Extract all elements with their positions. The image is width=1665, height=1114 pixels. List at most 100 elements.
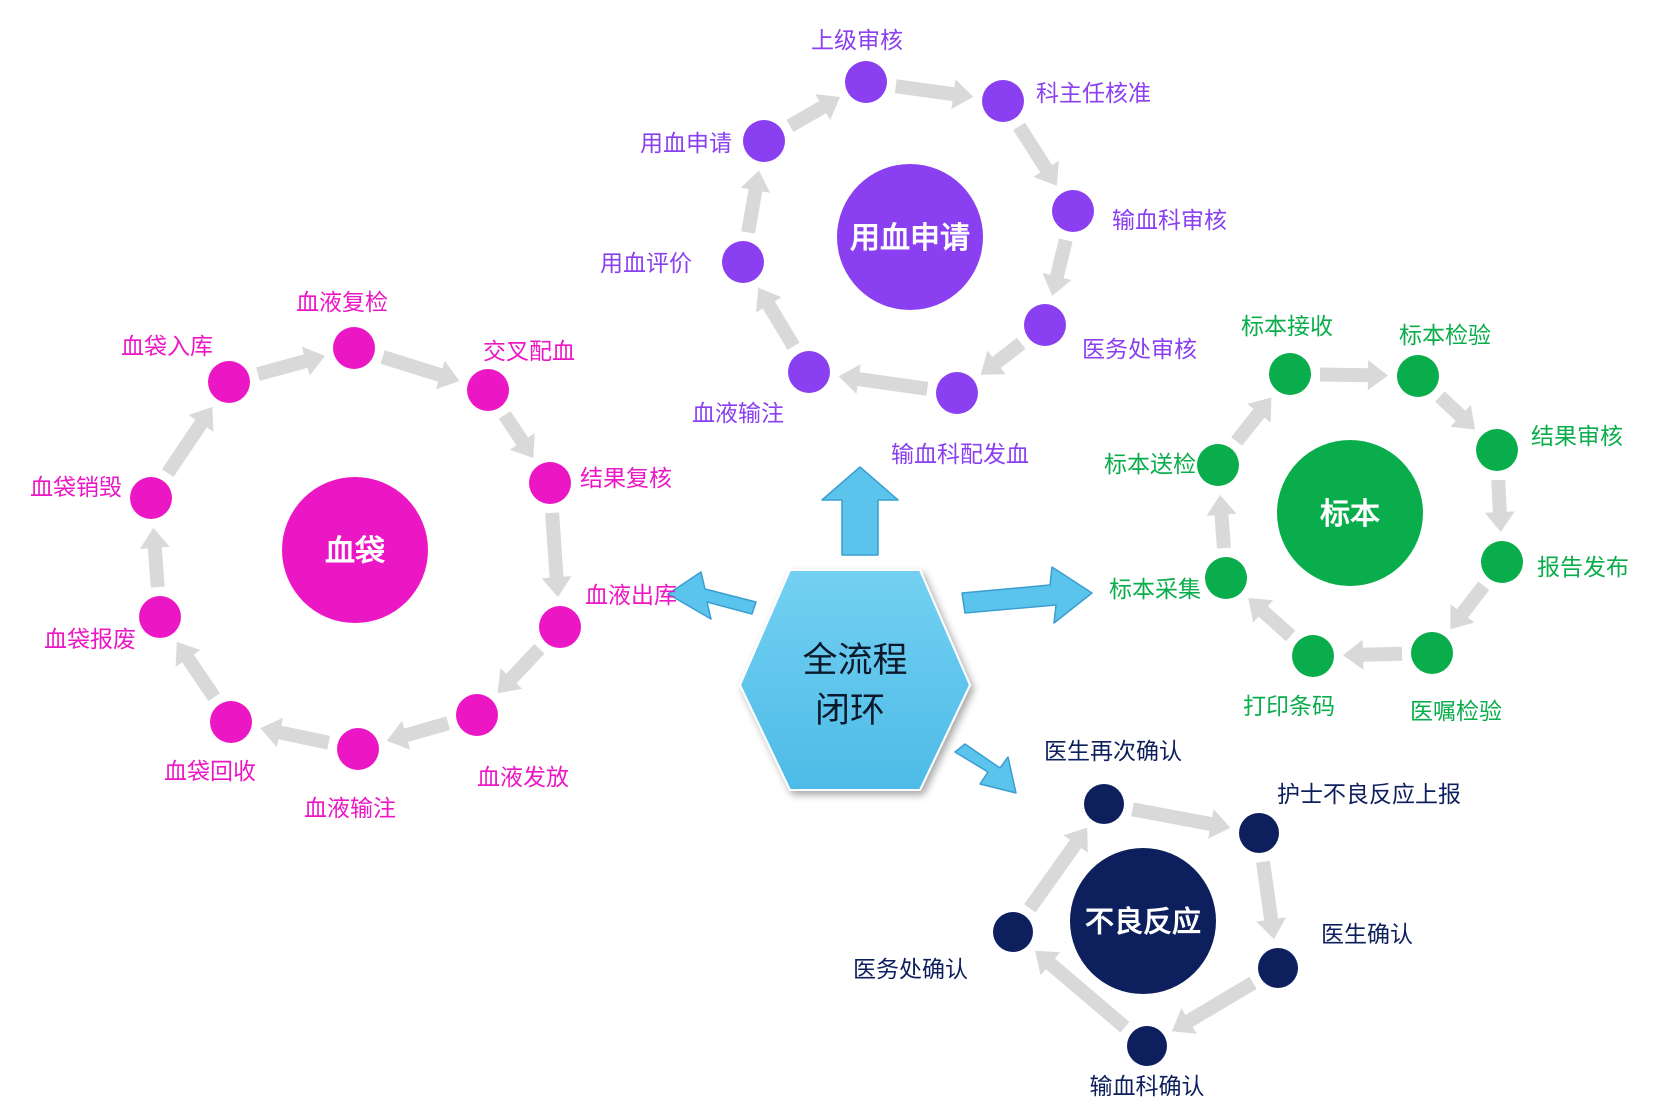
step-label: 血液发放 [477, 765, 569, 791]
cycle-center-circle [1277, 440, 1423, 586]
cycle-title: 不良反应 [1085, 904, 1201, 938]
center-hexagon: 全流程 闭环 [738, 569, 972, 791]
step-label: 血液出库 [585, 583, 677, 609]
step-arrow [497, 644, 545, 694]
step-arrow [1171, 976, 1257, 1034]
step-arrow [260, 717, 331, 750]
step-label: 血液复检 [296, 290, 388, 316]
step-dot [1481, 541, 1523, 583]
step-label: 标本送检 [1104, 452, 1196, 478]
step-arrow [1042, 238, 1073, 296]
step-label: 输血科审核 [1112, 208, 1227, 234]
step-arrow [1343, 639, 1403, 670]
step-arrow [838, 364, 929, 396]
cycle-title: 用血申请 [850, 221, 970, 256]
center-title-line2: 闭环 [815, 691, 885, 731]
step-label: 医生再次确认 [1044, 739, 1182, 765]
step-arrow [1484, 479, 1515, 532]
step-label: 护士不良反应上报 [1277, 782, 1461, 808]
step-label: 医务处确认 [853, 957, 968, 983]
step-dot [1024, 304, 1066, 346]
step-dot [1292, 635, 1334, 677]
step-dot [993, 912, 1033, 952]
connector-arrow-down-right [954, 743, 1017, 794]
step-dot [529, 462, 571, 504]
step-dot [845, 61, 887, 103]
step-arrow [256, 346, 326, 381]
step-label: 用血申请 [640, 131, 732, 157]
step-label: 上级审核 [811, 28, 903, 54]
step-arrows [139, 79, 1515, 1034]
step-label: 输血科配发血 [891, 442, 1029, 468]
step-arrow [1206, 494, 1237, 549]
step-label: 结果审核 [1531, 424, 1623, 450]
step-dot [743, 120, 785, 162]
step-dot [210, 701, 252, 743]
connector-arrow-up [821, 466, 899, 556]
step-arrow [161, 406, 214, 477]
step-dot [139, 596, 181, 638]
step-label: 标本接收 [1241, 314, 1333, 340]
step-arrow [894, 79, 974, 109]
cycle-center-circle [837, 164, 983, 310]
step-arrow [175, 641, 220, 702]
step-arrow [1013, 122, 1059, 186]
step-label: 标本采集 [1109, 577, 1201, 603]
step-dot [936, 372, 978, 414]
connector-arrows [667, 466, 1093, 794]
step-arrow [1035, 950, 1130, 1033]
step-dot [1052, 190, 1094, 232]
center-title-line1: 全流程 [802, 641, 907, 681]
connector-arrow-left [667, 571, 757, 620]
step-dot [982, 80, 1024, 122]
cycle-center-circle [282, 477, 428, 623]
step-arrow [980, 337, 1026, 375]
cycles: 用血申请上级审核科主任核准输血科审核医务处审核输血科配发血血液输注用血评价用血申… [30, 28, 1629, 1100]
step-label: 血液输注 [692, 401, 784, 427]
step-dot [1269, 353, 1311, 395]
step-label: 医生确认 [1321, 922, 1413, 948]
step-dot [539, 606, 581, 648]
step-dot [722, 241, 764, 283]
cycle-title: 血袋 [325, 534, 385, 569]
step-label: 报告发布 [1537, 555, 1629, 581]
step-arrow [786, 94, 840, 132]
step-label: 打印条码 [1243, 694, 1335, 720]
cycle-center-circle [1070, 848, 1216, 994]
step-dot [1397, 355, 1439, 397]
step-arrow [1024, 827, 1088, 913]
step-label: 医嘱检验 [1410, 699, 1502, 725]
step-dot [456, 694, 498, 736]
step-dot [1084, 784, 1124, 824]
step-arrow [1450, 581, 1490, 630]
step-dot [1197, 444, 1239, 486]
step-arrow [1131, 802, 1231, 839]
step-label: 结果复核 [580, 466, 672, 492]
step-dot [130, 477, 172, 519]
step-arrow [1231, 397, 1272, 446]
step-arrow [386, 716, 451, 750]
step-arrow [740, 170, 771, 234]
step-label: 血袋报废 [44, 627, 136, 653]
cycle-blood-application: 用血申请上级审核科主任核准输血科审核医务处审核输血科配发血血液输注用血评价用血申… [600, 28, 1227, 468]
step-arrow [1435, 391, 1476, 430]
step-dot [337, 728, 379, 770]
step-label: 用血评价 [600, 251, 692, 277]
step-label: 交叉配血 [483, 339, 575, 365]
step-dot [1411, 632, 1453, 674]
connector-arrow-right [961, 566, 1093, 624]
step-dot [1239, 813, 1279, 853]
step-dot [788, 351, 830, 393]
cycle-blood-bag: 血袋血液复检交叉配血结果复核血液出库血液发放血液输注血袋回收血袋报废血袋销毁血袋… [30, 290, 677, 822]
step-label: 血袋入库 [121, 334, 213, 360]
step-label: 科主任核准 [1036, 81, 1151, 107]
step-arrow [380, 350, 460, 390]
step-label: 血袋回收 [164, 759, 256, 785]
cycle-title: 标本 [1320, 497, 1380, 532]
step-arrow [1319, 360, 1388, 391]
step-label: 血液输注 [304, 796, 396, 822]
step-arrow [139, 527, 170, 588]
